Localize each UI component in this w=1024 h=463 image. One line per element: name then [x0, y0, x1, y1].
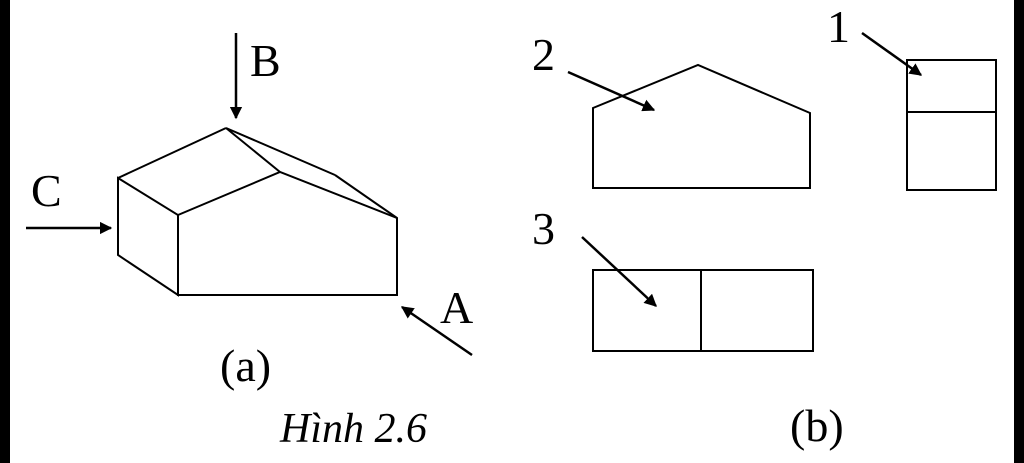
arrow-a [400, 305, 473, 357]
figure-canvas: B C A (a) Hình 2.6 1 2 3 (b) [10, 0, 1014, 463]
leader-arrow-2 [567, 70, 656, 112]
solid-roof-ridge [225, 127, 281, 173]
view-number-1: 1 [827, 1, 850, 52]
label-a: A [440, 282, 474, 333]
leader-arrow-1 [861, 31, 923, 77]
view-number-3: 3 [532, 203, 555, 254]
solid-left-face [117, 176, 179, 297]
figure-caption: Hình 2.6 [280, 406, 427, 452]
figure-drawing [26, 31, 997, 357]
view-number-2: 2 [532, 29, 555, 80]
solid-roof-left-edge [117, 127, 227, 179]
label-part-a: (a) [220, 340, 272, 391]
view-3-top [592, 269, 814, 352]
view-2-front [592, 63, 811, 189]
solid-roof-back-edge [225, 127, 336, 176]
solid-front-face [177, 170, 398, 296]
label-c: C [31, 165, 62, 216]
solid-roof-right-edge [334, 174, 398, 219]
leader-arrow-3 [581, 236, 657, 307]
label-b: B [250, 35, 281, 86]
solid-isometric [117, 127, 398, 297]
label-part-b: (b) [790, 400, 844, 451]
view-1-side [906, 59, 997, 191]
